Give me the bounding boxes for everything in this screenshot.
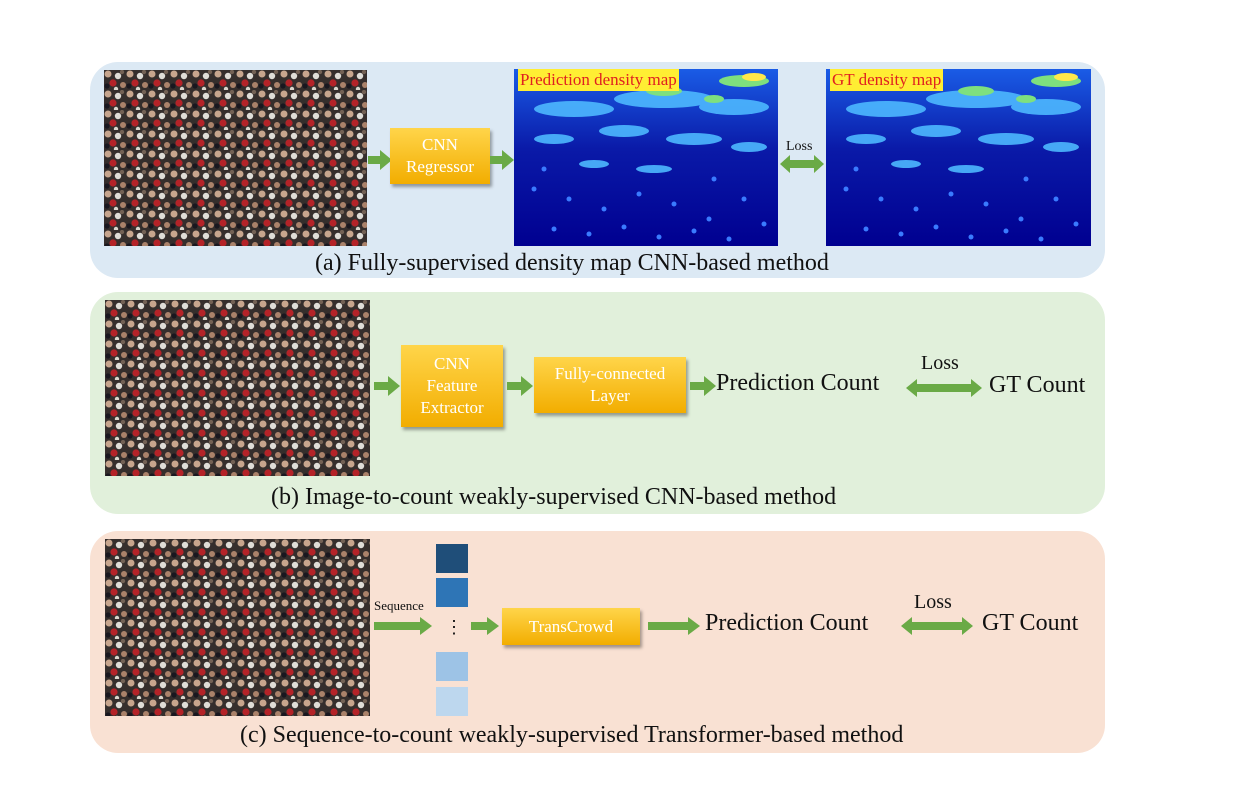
token-1 xyxy=(436,544,468,573)
fully-connected-layer-label: Fully-connected Layer xyxy=(554,364,666,405)
ellipsis-icon: ⋮ xyxy=(445,617,463,637)
double-arrow-icon xyxy=(780,155,824,173)
double-arrow-icon xyxy=(906,379,982,397)
token-3 xyxy=(436,652,468,681)
loss-label-c: Loss xyxy=(914,591,952,613)
loss-label-a: Loss xyxy=(786,139,813,154)
caption-c: (c) Sequence-to-count weakly-supervised … xyxy=(240,722,904,748)
gt-count-b: GT Count xyxy=(989,372,1086,398)
double-arrow-icon xyxy=(901,617,973,635)
caption-a: (a) Fully-supervised density map CNN-bas… xyxy=(315,250,829,276)
arrow-icon xyxy=(368,150,392,170)
prediction-density-map: Prediction density map xyxy=(514,69,778,246)
loss-label-b: Loss xyxy=(921,352,959,374)
gt-map-label: GT density map xyxy=(830,69,944,91)
prediction-count-c: Prediction Count xyxy=(705,610,869,636)
prediction-count-b: Prediction Count xyxy=(716,370,880,396)
token-2 xyxy=(436,578,468,607)
cnn-feature-extractor-label: CNN Feature Extractor xyxy=(420,354,484,417)
cnn-regressor-label: CNN Regressor xyxy=(406,135,474,176)
gt-density-map: GT density map xyxy=(826,69,1091,246)
arrow-icon xyxy=(507,376,533,396)
arrow-icon xyxy=(374,376,400,396)
arrow-icon xyxy=(648,617,700,635)
arrow-icon xyxy=(471,617,499,635)
arrow-icon xyxy=(690,376,716,396)
prediction-map-label: Prediction density map xyxy=(518,69,679,91)
cnn-feature-extractor-box: CNN Feature Extractor xyxy=(401,345,503,427)
cnn-regressor-box: CNN Regressor xyxy=(390,128,490,184)
caption-b: (b) Image-to-count weakly-supervised CNN… xyxy=(271,484,837,510)
crowd-image-b xyxy=(105,300,370,476)
crowd-image-a xyxy=(104,70,367,246)
token-4 xyxy=(436,687,468,716)
gt-count-c: GT Count xyxy=(982,610,1079,636)
arrow-icon xyxy=(374,617,432,635)
crowd-image-c xyxy=(105,539,370,716)
sequence-label: Sequence xyxy=(374,598,424,613)
transcrowd-label: TransCrowd xyxy=(528,616,614,636)
transcrowd-box: TransCrowd xyxy=(502,608,640,645)
arrow-icon xyxy=(490,150,514,170)
fully-connected-layer-box: Fully-connected Layer xyxy=(534,357,686,413)
